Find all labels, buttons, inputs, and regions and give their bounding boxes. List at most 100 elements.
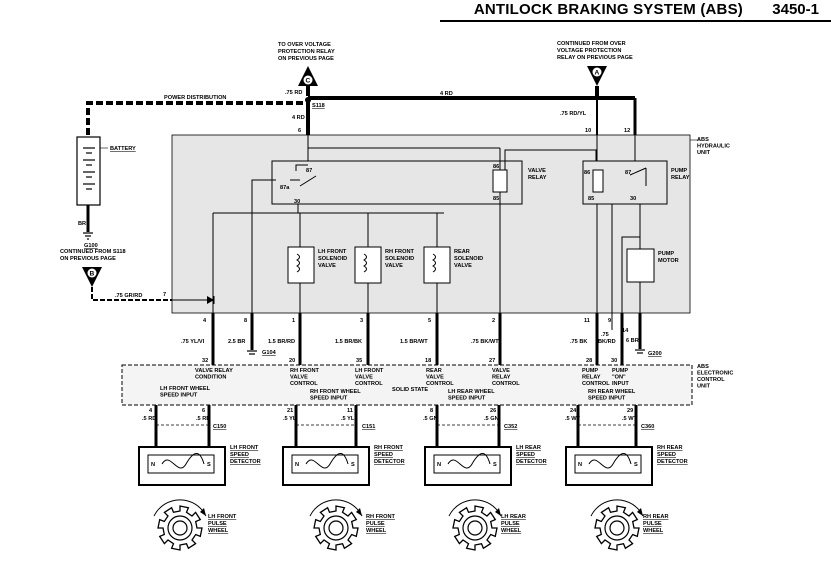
valve-relay-pin-87: 87	[306, 168, 312, 174]
svg-text:A: A	[595, 70, 600, 77]
svg-text:B: B	[90, 271, 95, 278]
pulse-wheel-lh-front	[153, 499, 207, 551]
battery-label: BATTERY	[110, 146, 136, 152]
svg-text:N: N	[295, 462, 299, 468]
pump-relay-pin-85: 85	[588, 196, 594, 202]
wire-label-rd75: .75 RD	[285, 90, 302, 96]
pump-relay-pin-86: 86	[584, 170, 590, 176]
ecu-pin-32: 32	[202, 358, 208, 364]
battery-cells	[83, 147, 95, 190]
connector-a-arrow: A	[587, 66, 607, 86]
ecu-pin-30: 30	[611, 358, 617, 364]
sensor-wire-lh-b: .5 RD	[196, 416, 210, 422]
valve-relay-pin-85: 85	[493, 196, 499, 202]
ground-g104-symbol	[247, 350, 257, 355]
svg-text:S: S	[207, 462, 211, 468]
ecu-pump-on-input: PUMP"ON"INPUT	[612, 368, 629, 387]
wire-label-br25: 2.5 BR	[228, 339, 245, 345]
splice-s118-dot	[305, 97, 311, 103]
ecu-solid-state: SOLID STATE	[392, 387, 428, 393]
pin7-diode	[172, 296, 215, 304]
header-rule	[440, 20, 831, 22]
sensor-pin-26: 26	[490, 408, 496, 414]
connector-b-arrow: B	[82, 267, 102, 287]
wire-label-4rd-top: 4 RD	[440, 91, 453, 97]
hyd-pin-14: 14	[622, 328, 629, 334]
sensor-pin-24: 24	[570, 408, 577, 414]
wire-label-brbk: 1.5 BR/BK	[335, 339, 362, 345]
battery-symbol	[76, 136, 101, 206]
hyd-pin-1: 1	[292, 318, 295, 324]
wire-label-ylvi: .75 YL/VI	[181, 339, 205, 345]
wire-label-4rd-mid: 4 RD	[292, 115, 305, 121]
hyd-pin-10: 10	[585, 128, 591, 134]
wire-label-bk: .75 BK	[570, 339, 587, 345]
conn-c151: C151	[362, 424, 375, 430]
wire-label-grrd: .75 GR/RD	[115, 293, 142, 299]
sensor-pin-21: 21	[287, 408, 293, 414]
sensor-wire-rh-a: .5 YL	[283, 416, 297, 422]
wire-label-bkwt: .75 BK/WT	[471, 339, 499, 345]
splice-s118-label: S118	[312, 103, 325, 109]
sensor-pin-4: 4	[149, 408, 153, 414]
wire-label-power-distribution: POWER DISTRIBUTION	[164, 95, 226, 101]
sensor-wire-rh-b: .5 YL	[341, 416, 355, 422]
sensor-wire-rhr-b: .5 WT	[622, 416, 637, 422]
pump-relay-pin-30: 30	[630, 196, 636, 202]
page-number: 3450-1	[772, 1, 819, 18]
sensor-pin-8: 8	[430, 408, 433, 414]
pump-relay-pin-87: 87	[625, 170, 631, 176]
sensor-wire-lh-a: .5 RD	[142, 416, 156, 422]
hyd-pin-12: 12	[624, 128, 630, 134]
valve-relay-box	[271, 160, 523, 205]
pump-motor-box	[626, 248, 655, 283]
sensor-pin-29: 29	[627, 408, 633, 414]
ground-g104-label: G104	[262, 350, 277, 356]
ecu-pin-18: 18	[425, 358, 431, 364]
svg-text:N: N	[578, 462, 582, 468]
pulse-wheel-lh-rear	[448, 499, 502, 551]
pulse-wheel-rh-rear	[590, 499, 644, 551]
ground-g200-symbol	[635, 349, 645, 354]
wire-label-rdyl: .75 RD/YL	[560, 111, 587, 117]
svg-text:S: S	[634, 462, 638, 468]
valve-relay-pin-30: 30	[294, 199, 300, 205]
connector-c-arrow: C	[298, 66, 318, 86]
ecu-pin-28: 28	[586, 358, 592, 364]
page-title: ANTILOCK BRAKING SYSTEM (ABS)	[473, 1, 743, 18]
conn-c352: C352	[504, 424, 517, 430]
sensor-wire-rhr-a: .5 WT	[565, 416, 580, 422]
svg-text:S: S	[351, 462, 355, 468]
